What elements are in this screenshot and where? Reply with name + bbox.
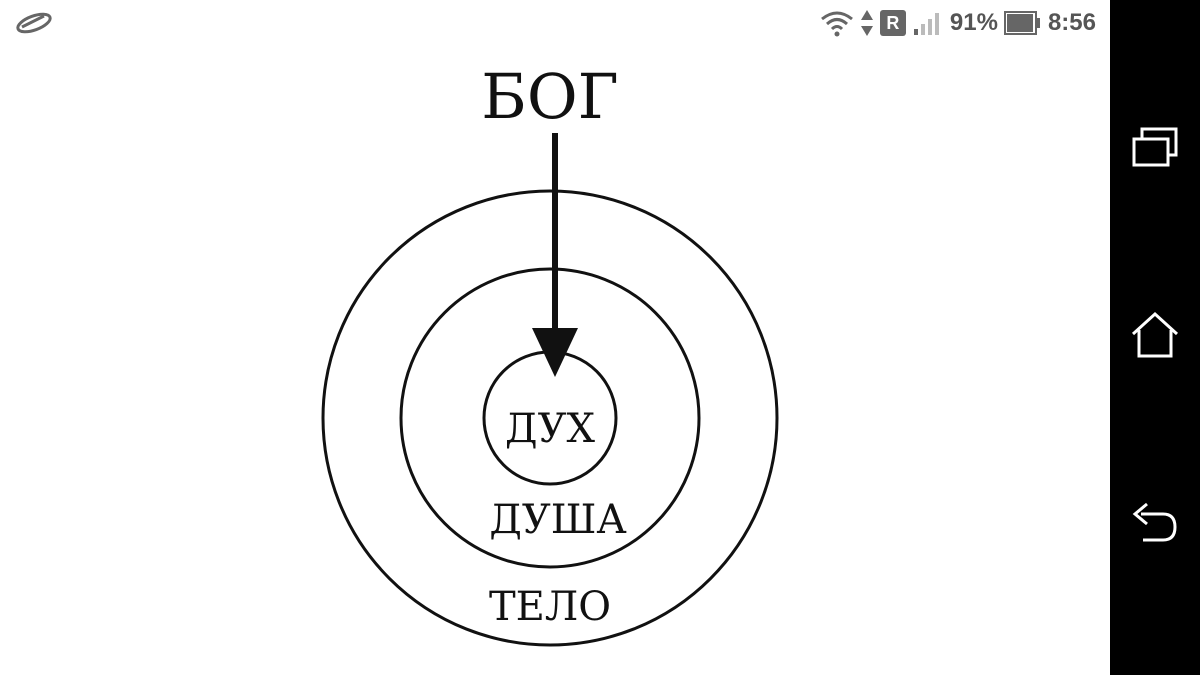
data-transfer-icon (860, 8, 874, 38)
clock: 8:56 (1047, 9, 1096, 36)
spirit-label: ДУХ (505, 406, 595, 452)
status-bar: R 91% 8:56 (0, 0, 1110, 46)
back-icon (1129, 500, 1181, 551)
recents-icon (1130, 126, 1180, 175)
concentric-diagram: БОГ ДУХ ДУША ТЕЛО (300, 50, 800, 660)
home-button[interactable] (1110, 297, 1200, 377)
roaming-badge: R (879, 10, 906, 36)
god-label: БОГ (481, 60, 618, 133)
battery-percent: 91% (949, 9, 998, 36)
back-button[interactable] (1110, 485, 1200, 565)
body-label: ТЕЛО (489, 584, 611, 630)
recents-button[interactable] (1110, 110, 1200, 190)
middle-circle (399, 267, 701, 569)
home-icon (1129, 310, 1181, 365)
battery-icon (1003, 10, 1042, 36)
status-indicators: R 91% 8:56 (820, 6, 1096, 40)
app-notification-icon (14, 10, 54, 36)
wifi-icon (820, 9, 854, 37)
navigation-bar (1110, 0, 1200, 675)
outer-circle (321, 189, 779, 647)
arrow-head-icon (532, 328, 578, 377)
signal-icon (912, 9, 944, 37)
soul-label: ДУША (489, 497, 626, 543)
